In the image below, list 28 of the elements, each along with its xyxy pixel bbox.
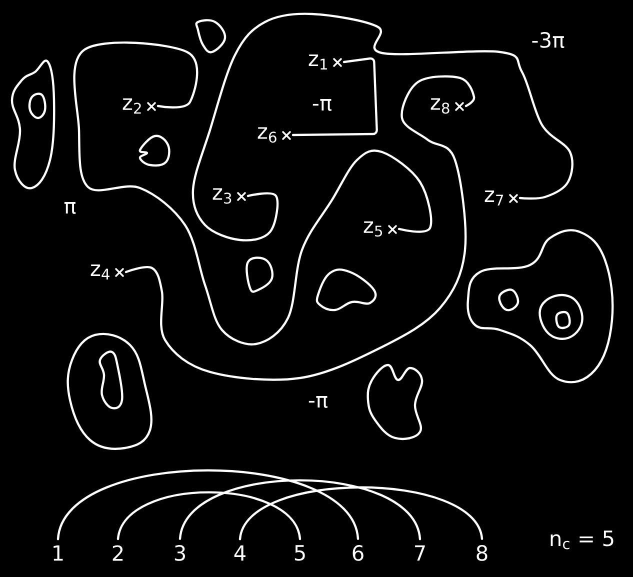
branch-cut-curve bbox=[192, 12, 574, 242]
point-label: z$_{4}$ bbox=[90, 264, 124, 280]
number-label: 1 bbox=[54, 545, 63, 561]
arc bbox=[178, 479, 422, 540]
point-label: z$_{8}$ bbox=[430, 98, 464, 114]
number-label: 8 bbox=[476, 545, 488, 561]
arc bbox=[238, 486, 484, 540]
label: π bbox=[64, 202, 76, 214]
number-label: 6 bbox=[352, 545, 364, 561]
label: -π bbox=[312, 99, 332, 111]
point-label: z$_{2}$ bbox=[122, 98, 156, 114]
label: -3π bbox=[532, 32, 564, 48]
number-label: 4 bbox=[234, 545, 246, 561]
point-label: z$_{1}$ bbox=[308, 54, 342, 70]
number-label: 5 bbox=[294, 545, 305, 561]
label: n$_{c}$ = 5 bbox=[550, 530, 614, 550]
label: -π bbox=[308, 396, 328, 408]
branch-cut-curve bbox=[292, 57, 378, 136]
arc bbox=[56, 469, 360, 540]
number-label: 7 bbox=[415, 545, 425, 561]
number-label: 3 bbox=[174, 545, 185, 561]
point-label: z$_{7}$ bbox=[484, 190, 518, 206]
point-label: z$_{6}$ bbox=[258, 127, 291, 143]
point-label: z$_{5}$ bbox=[364, 221, 397, 237]
point-label: z$_{3}$ bbox=[212, 188, 246, 204]
number-label: 2 bbox=[112, 545, 123, 561]
arc bbox=[116, 491, 302, 540]
branch-cut-curve bbox=[73, 41, 432, 346]
